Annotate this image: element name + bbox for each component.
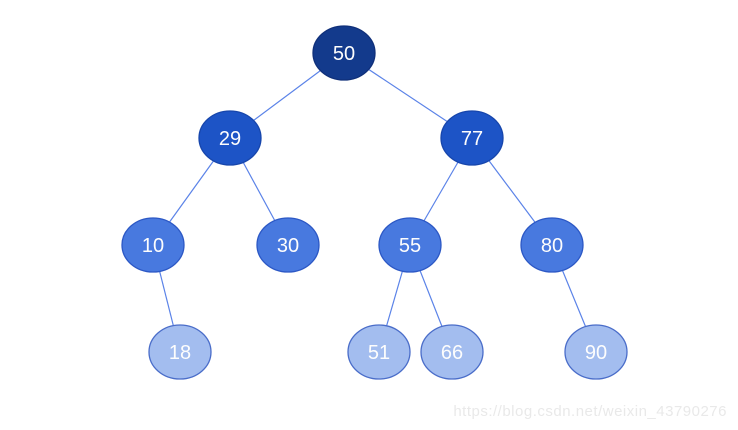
tree-node-80: 80	[520, 217, 584, 273]
node-circle-77	[440, 110, 504, 166]
node-value-51: 51	[368, 342, 390, 364]
node-circle-10	[121, 217, 185, 273]
tree-node-30: 30	[256, 217, 320, 273]
tree-node-50: 50	[312, 25, 376, 81]
node-value-80: 80	[541, 235, 563, 257]
node-value-50: 50	[333, 43, 355, 65]
node-circle-18	[148, 324, 212, 380]
node-circle-29	[198, 110, 262, 166]
tree-node-10: 10	[121, 217, 185, 273]
node-circle-30	[256, 217, 320, 273]
watermark: https://blog.csdn.net/weixin_43790276	[453, 403, 727, 420]
node-value-10: 10	[142, 235, 164, 257]
tree-node-51: 51	[347, 324, 411, 380]
tree-node-29: 29	[198, 110, 262, 166]
node-circle-50	[312, 25, 376, 81]
node-circle-90	[564, 324, 628, 380]
node-value-30: 30	[277, 235, 299, 257]
node-circle-66	[420, 324, 484, 380]
node-value-90: 90	[585, 342, 607, 364]
tree-node-18: 18	[148, 324, 212, 380]
node-value-18: 18	[169, 342, 191, 364]
node-circle-80	[520, 217, 584, 273]
node-circle-55	[378, 217, 442, 273]
tree-node-55: 55	[378, 217, 442, 273]
tree-node-66: 66	[420, 324, 484, 380]
node-value-77: 77	[461, 128, 483, 150]
node-value-29: 29	[219, 128, 241, 150]
tree-node-90: 90	[564, 324, 628, 380]
node-circle-51	[347, 324, 411, 380]
node-value-66: 66	[441, 342, 463, 364]
node-value-55: 55	[399, 235, 421, 257]
tree-node-77: 77	[440, 110, 504, 166]
